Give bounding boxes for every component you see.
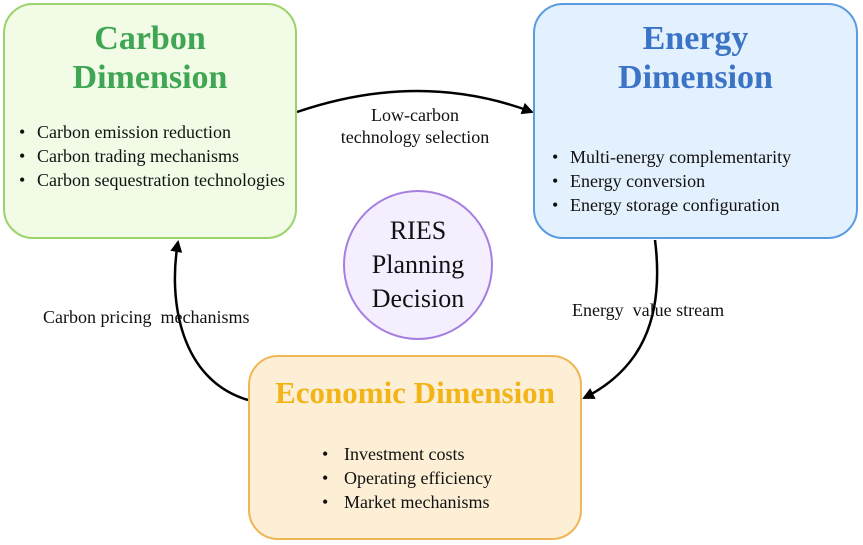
energy-dimension-title: Energy Dimension: [618, 20, 773, 97]
edge-label-economic-to-carbon: Carbon pricing mechanisms: [43, 307, 250, 327]
economic-item: Investment costs: [322, 442, 582, 466]
economic-item: Operating efficiency: [322, 466, 582, 490]
economic-item: Market mechanisms: [322, 490, 582, 514]
arrow-energy-to-economic: [582, 239, 659, 400]
center-label: RIES Planning Decision: [371, 216, 465, 313]
economic-dimension-list: Investment costs Operating efficiency Ma…: [322, 442, 582, 514]
carbon-dimension-list: Carbon emission reduction Carbon trading…: [19, 120, 297, 192]
economic-dimension-box: Economic Dimension Investment costs Oper…: [248, 355, 582, 540]
energy-item: Energy conversion: [552, 169, 857, 193]
carbon-item: Carbon emission reduction: [19, 120, 297, 144]
energy-item: Multi-energy complementarity: [552, 145, 857, 169]
carbon-item: Carbon trading mechanisms: [19, 144, 297, 168]
energy-dimension-box: Energy Dimension Multi-energy complement…: [533, 3, 858, 239]
carbon-item: Carbon sequestration technologies: [19, 168, 297, 192]
energy-item: Energy storage configuration: [552, 193, 857, 217]
edge-label-energy-to-economic: Energy value stream: [572, 300, 725, 320]
arrow-carbon-to-energy: [296, 89, 534, 115]
energy-dimension-list: Multi-energy complementarity Energy conv…: [552, 145, 857, 217]
carbon-dimension-box: Carbon Dimension Carbon emission reducti…: [3, 3, 297, 239]
ries-planning-decision-circle: RIES Planning Decision: [343, 190, 493, 340]
carbon-dimension-title: Carbon Dimension: [72, 20, 228, 97]
edge-label-carbon-to-energy: Low-carbon technology selection: [340, 105, 490, 147]
arrow-economic-to-carbon: [170, 240, 249, 402]
economic-dimension-title: Economic Dimension: [275, 375, 555, 410]
